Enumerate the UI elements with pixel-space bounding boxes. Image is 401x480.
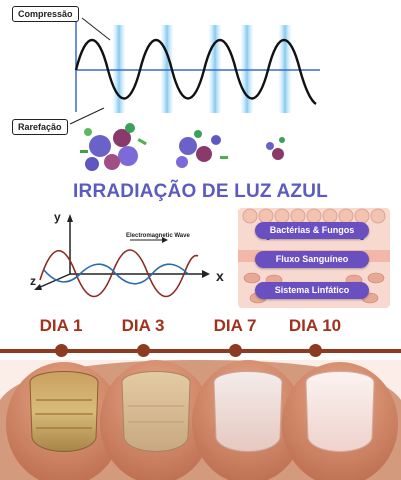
em-axis-x-label: x (216, 268, 224, 284)
blue-light-beam (208, 25, 222, 113)
em-axis-z (37, 273, 71, 289)
timeline-day-10: DIA 10 (288, 316, 342, 335)
nail-day-1 (29, 371, 99, 452)
rarefaction-label: Rarefação (12, 119, 68, 135)
skin-item-bacteria-fungi: Bactérias & Fungos (255, 222, 369, 239)
timeline-day-3: DIA 3 (121, 316, 165, 335)
compression-label: Compressão (12, 6, 79, 22)
nail-day-7 (213, 371, 283, 452)
blue-light-beam (278, 25, 292, 113)
timeline-day-7: DIA 7 (213, 316, 257, 335)
timeline-marker (55, 344, 68, 357)
nail-day-10 (305, 371, 375, 452)
nail-day-3 (121, 371, 191, 452)
timeline-bar (0, 349, 401, 353)
timeline-marker (309, 344, 322, 357)
microbe-cluster-large (80, 123, 147, 171)
compression-wave-diagram (69, 17, 320, 125)
em-wave-label: Electromagnetic Wave (126, 233, 190, 239)
em-axis-z-label: z (30, 274, 36, 288)
microbe-cluster-small (266, 137, 285, 160)
electromagnetic-wave-diagram (34, 214, 210, 298)
blue-light-beam (240, 25, 254, 113)
microbe-cluster-medium (176, 130, 228, 168)
blue-light-beam (112, 25, 126, 113)
toenail-progression-illustration (0, 360, 401, 480)
callout-line-rarefaction (69, 107, 105, 125)
em-wave-blue (43, 263, 189, 285)
microbe-clusters (80, 123, 285, 171)
headline: IRRADIAÇÃO DE LUZ AZUL (73, 181, 328, 202)
timeline-marker (229, 344, 242, 357)
em-wave-red (39, 249, 199, 298)
skin-item-lymphatic-system: Sistema Linfático (255, 282, 369, 299)
skin-item-blood-flow: Fluxo Sanguíneo (255, 251, 369, 268)
callout-line-compression (81, 17, 111, 41)
sine-wave (74, 38, 317, 105)
timeline-day-1: DIA 1 (39, 316, 83, 335)
em-axis-y-label: y (54, 210, 61, 224)
timeline-marker (137, 344, 150, 357)
